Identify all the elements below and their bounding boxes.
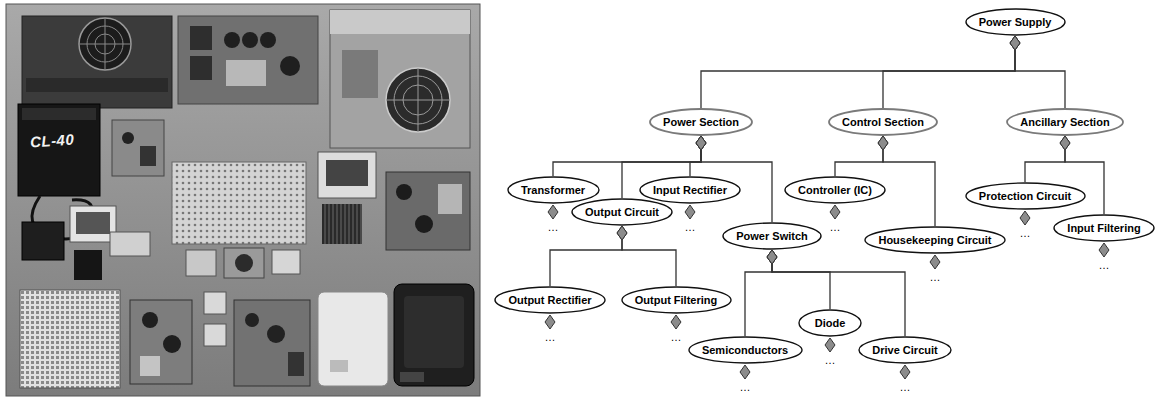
aggregation-diamond [685, 205, 695, 219]
composition-link [883, 36, 1020, 108]
part-ellipse: Protection Circuit [965, 182, 1086, 210]
part-name: Output Circuit [585, 206, 659, 219]
part-ellipse: Input Filtering [1053, 214, 1155, 242]
aggregation-diamond [1020, 211, 1030, 225]
composition-link [690, 136, 706, 176]
part-ellipse: Power Supply [965, 8, 1066, 36]
part-name: Power Section [663, 116, 739, 129]
part-name: Power Switch [736, 230, 808, 243]
aggregation-diamond [830, 205, 840, 219]
part-ellipse: Output Rectifier [494, 286, 606, 314]
part-name: Input Rectifier [653, 184, 727, 197]
part-name: Output Filtering [635, 294, 717, 307]
continuation-mark: … [825, 354, 836, 366]
continuation-mark: … [930, 271, 941, 283]
part-name: Diode [815, 317, 846, 330]
part-ellipse: Power Switch [722, 222, 822, 250]
aggregation-diamond [545, 315, 555, 329]
composition-link [835, 136, 888, 176]
part-name: Power Supply [979, 16, 1052, 29]
continuation-mark: … [671, 331, 682, 343]
part-ellipse: Output Filtering [621, 286, 732, 314]
aggregation-diamond [671, 315, 681, 329]
composition-link [1025, 136, 1070, 182]
composition-link [767, 250, 830, 309]
aggregation-diamond [900, 365, 910, 379]
composition-link [553, 136, 706, 176]
aggregation-diamond [930, 255, 940, 269]
part-name: Ancillary Section [1020, 116, 1109, 129]
part-ellipse: Power Section [649, 108, 753, 136]
part-ellipse: Control Section [828, 108, 938, 136]
aggregation-diamond [1099, 243, 1109, 257]
part-name: Protection Circuit [979, 190, 1071, 203]
continuation-mark: … [545, 331, 556, 343]
composition-link [745, 250, 777, 336]
part-name: Control Section [842, 116, 924, 129]
part-name: Drive Circuit [872, 344, 937, 357]
aggregation-diamond [548, 205, 558, 219]
composition-link [878, 136, 935, 226]
part-ellipse: Input Rectifier [639, 176, 741, 204]
continuation-mark: … [685, 221, 696, 233]
continuation-mark: … [900, 381, 911, 393]
brand-label: CL-40 [29, 130, 74, 150]
aggregation-diamond [825, 338, 835, 352]
part-name: Transformer [521, 184, 585, 197]
continuation-mark: … [830, 221, 841, 233]
part-ellipse: Diode [798, 309, 862, 337]
part-ellipse: Ancillary Section [1006, 108, 1124, 136]
part-name: Semiconductors [702, 344, 788, 357]
part-name: Input Filtering [1067, 222, 1140, 235]
part-name: Controller (IC) [798, 184, 872, 197]
continuation-mark: … [548, 221, 559, 233]
composition-link [617, 226, 676, 286]
part-ellipse: Controller (IC) [784, 176, 886, 204]
part-ellipse: Semiconductors [688, 336, 803, 364]
continuation-mark: … [1099, 259, 1110, 271]
continuation-mark: … [1020, 227, 1031, 239]
aggregation-diamond [740, 365, 750, 379]
part-name: Housekeeping Circuit [878, 234, 991, 247]
part-ellipse: Drive Circuit [858, 336, 952, 364]
composition-link [550, 226, 627, 286]
composition-link [1010, 36, 1065, 108]
composition-link [767, 250, 905, 336]
composition-link [701, 36, 1020, 108]
part-ellipse: Output Circuit [571, 198, 673, 226]
continuation-mark: … [740, 381, 751, 393]
part-ellipse: Transformer [507, 176, 600, 204]
part-ellipse: Housekeeping Circuit [864, 226, 1006, 254]
part-name: Output Rectifier [508, 294, 591, 307]
